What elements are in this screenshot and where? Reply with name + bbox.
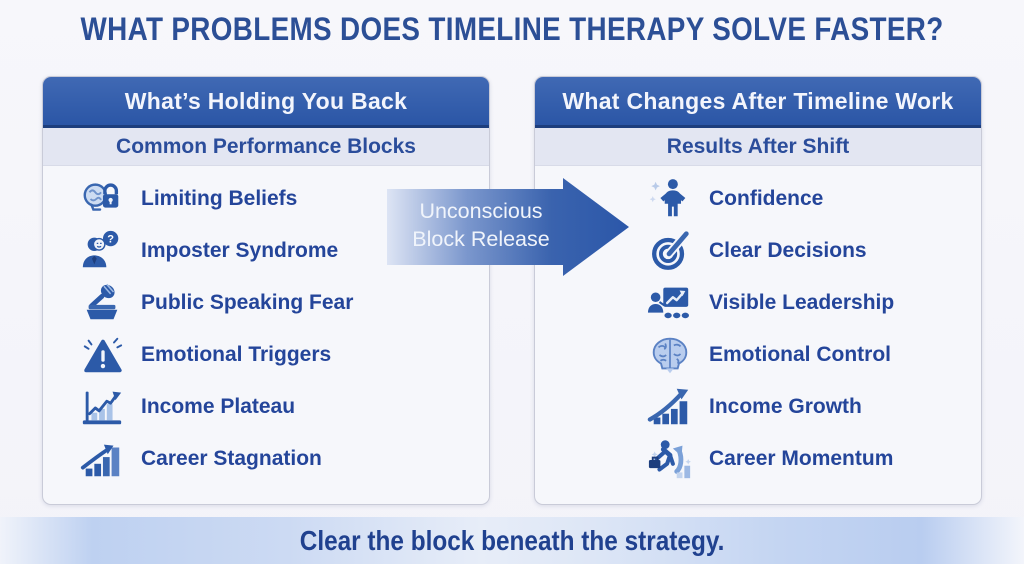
brain-lock-icon [77, 174, 127, 224]
item-label: Income Growth [709, 395, 862, 418]
item-label: Emotional Triggers [141, 343, 332, 366]
item-label: Confidence [709, 187, 824, 210]
arrow-text-line1: Unconscious [419, 199, 542, 223]
row-income-plateau: Income Plateau [43, 381, 489, 433]
item-label: Imposter Syndrome [141, 239, 339, 262]
brain-icon [645, 330, 695, 380]
right-panel-list: Confidence Clear Decisions [535, 166, 981, 485]
row-career-stagnation: Career Stagnation [43, 433, 489, 485]
right-panel: What Changes After Timeline Work Results… [534, 76, 982, 505]
row-public-speaking-fear: Public Speaking Fear [43, 277, 489, 329]
row-visible-leadership: Visible Leadership [535, 277, 981, 329]
left-panel-subheader: Common Performance Blocks [43, 128, 489, 166]
footer-tagline: Clear the block beneath the strategy. [299, 524, 725, 556]
row-limiting-beliefs: Limiting Beliefs [43, 173, 489, 225]
item-label: Limiting Beliefs [141, 187, 298, 210]
row-confidence: Confidence [535, 173, 981, 225]
target-check-icon [645, 226, 695, 276]
item-label: Career Stagnation [141, 447, 322, 470]
item-label: Clear Decisions [709, 239, 867, 262]
presenter-chart-icon [645, 278, 695, 328]
momentum-runner-icon [645, 434, 695, 484]
left-panel-header: What’s Holding You Back [43, 77, 489, 128]
left-panel: What’s Holding You Back Common Performan… [42, 76, 490, 505]
row-emotional-triggers: Emotional Triggers [43, 329, 489, 381]
stagnant-bars-icon [77, 434, 127, 484]
imposter-mask-icon: ? [77, 226, 127, 276]
row-career-momentum: Career Momentum [535, 433, 981, 485]
arrow-shape [387, 178, 629, 276]
item-label: Income Plateau [141, 395, 296, 418]
left-panel-list: Limiting Beliefs ? Imposter Syndrome [43, 166, 489, 485]
row-clear-decisions: Clear Decisions [535, 225, 981, 277]
microphone-podium-icon [77, 278, 127, 328]
item-label: Public Speaking Fear [141, 291, 354, 314]
svg-text:?: ? [107, 233, 114, 245]
right-panel-subheader: Results After Shift [535, 128, 981, 166]
item-label: Emotional Control [709, 343, 891, 366]
footer-band: Clear the block beneath the strategy. [0, 517, 1024, 564]
right-panel-header: What Changes After Timeline Work [535, 77, 981, 128]
plateau-chart-icon [77, 382, 127, 432]
growth-chart-icon [645, 382, 695, 432]
item-label: Career Momentum [709, 447, 894, 470]
confident-person-icon [645, 174, 695, 224]
row-imposter-syndrome: ? Imposter Syndrome [43, 225, 489, 277]
row-income-growth: Income Growth [535, 381, 981, 433]
unconscious-block-release-arrow: Unconscious Block Release [385, 172, 635, 282]
row-emotional-control: Emotional Control [535, 329, 981, 381]
arrow-text-line2: Block Release [412, 227, 549, 251]
warning-triangle-icon [77, 330, 127, 380]
item-label: Visible Leadership [709, 291, 895, 314]
page-title: WHAT PROBLEMS DOES TIMELINE THERAPY SOLV… [80, 11, 944, 47]
